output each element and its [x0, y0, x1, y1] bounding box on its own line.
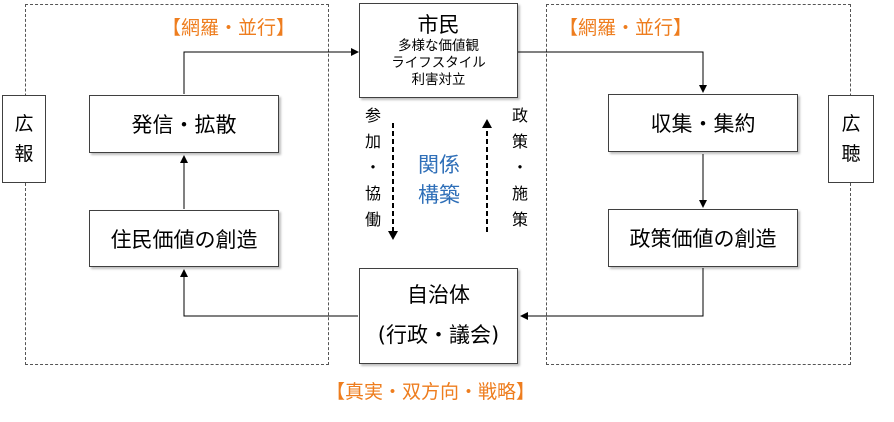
- node-citizen-line-3: 利害対立: [411, 71, 466, 88]
- label-top-right: 【網羅・並行】: [559, 17, 693, 39]
- label-policy-measures: 政 策 ・ 施 策: [508, 103, 532, 233]
- label-policy-measures-char-3: ・: [511, 158, 528, 177]
- side-box-pr-char-1: 広: [14, 112, 34, 135]
- side-box-pr: 広 報: [2, 95, 46, 183]
- side-box-listening-char-2: 聴: [841, 143, 861, 165]
- label-policy-measures-char-1: 政: [511, 106, 528, 125]
- right-dashed-group: [546, 4, 851, 365]
- label-relationship-building: 関係 構築: [400, 150, 478, 211]
- node-policy-value-label: 政策価値の創造: [629, 227, 777, 251]
- side-box-listening-char-1: 広: [841, 112, 861, 135]
- node-citizen-title: 市民: [417, 12, 460, 37]
- label-relationship-line-2: 構築: [418, 183, 460, 208]
- arrow-government-to-resident: [180, 269, 358, 317]
- node-collect-label: 収集・集約: [650, 112, 756, 136]
- node-government: 自治体 (行政・議会): [359, 268, 518, 364]
- node-government-title: 自治体: [407, 283, 470, 308]
- side-box-pr-char-2: 報: [14, 143, 34, 165]
- node-send-spread: 発信・拡散: [89, 95, 279, 153]
- side-box-listening: 広 聴: [828, 95, 874, 183]
- node-citizen: 市民 多様な価値観 ライフスタイル 利害対立: [359, 3, 518, 98]
- node-send-spread-label: 発信・拡散: [131, 113, 237, 137]
- label-top-left: 【網羅・並行】: [162, 17, 296, 39]
- left-dashed-group: [25, 4, 329, 365]
- node-citizen-line-2: ライフスタイル: [391, 54, 486, 71]
- label-policy-measures-char-4: 施: [511, 184, 528, 203]
- label-participation-char-3: ・: [364, 158, 381, 177]
- node-policy-value: 政策価値の創造: [608, 209, 798, 267]
- node-resident-value-label: 住民価値の創造: [110, 227, 258, 252]
- label-participation-char-1: 参: [364, 106, 381, 125]
- label-participation-char-4: 協: [364, 184, 381, 203]
- label-policy-measures-char-2: 策: [511, 132, 528, 151]
- label-policy-measures-char-5: 策: [511, 210, 528, 229]
- dashed-arrow-policy-head: [482, 119, 492, 128]
- dashed-arrow-participation-head: [388, 231, 398, 240]
- node-citizen-line-1: 多様な価値観: [398, 37, 479, 54]
- node-resident-value: 住民価値の創造: [89, 210, 279, 267]
- label-relationship-line-1: 関係: [418, 153, 460, 177]
- label-participation-char-2: 加: [364, 132, 381, 151]
- node-collect: 収集・集約: [608, 94, 798, 152]
- arrow-policy-to-government: [520, 268, 704, 320]
- node-government-sub: (行政・議会): [377, 323, 500, 347]
- label-participation: 参 加 ・ 協 働: [361, 103, 385, 233]
- label-bottom: 【真実・双方向・戦略】: [326, 381, 536, 403]
- arrow-send-to-citizen: [183, 48, 359, 94]
- label-participation-char-5: 働: [364, 210, 381, 229]
- arrow-citizen-to-collect: [518, 51, 707, 93]
